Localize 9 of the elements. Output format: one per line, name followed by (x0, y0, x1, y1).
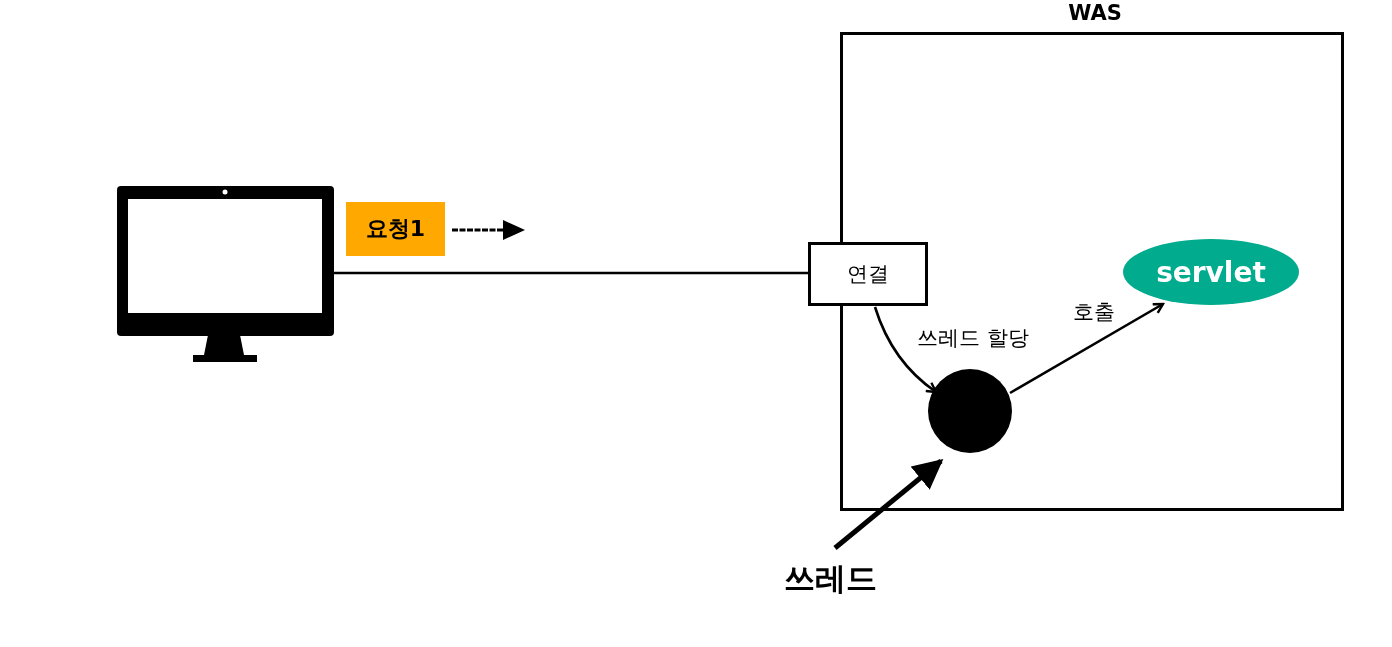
box-title: WAS (1067, 1, 1123, 25)
arrow (1009, 302, 1165, 395)
connector-line (334, 271, 808, 275)
servlet-ellipse: servlet (1123, 239, 1299, 305)
arrow (873, 306, 938, 394)
thread-label: 쓰레드 (770, 556, 890, 602)
process-box: 연결 (808, 242, 928, 306)
arrow (833, 459, 944, 550)
request-tag: 요청1 (346, 202, 445, 256)
